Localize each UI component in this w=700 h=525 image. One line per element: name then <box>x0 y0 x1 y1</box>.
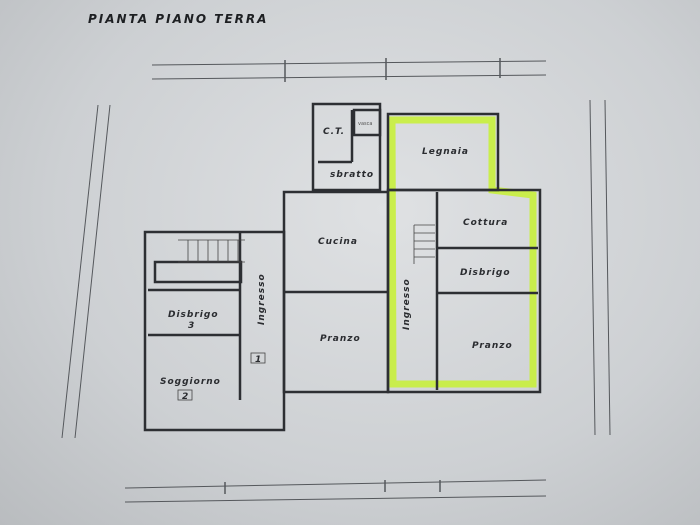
room-label-pranzo-center: Pranzo <box>320 334 361 344</box>
room-label-disbrigo-right: Disbrigo <box>460 268 511 278</box>
room-label-ingresso-right: Ingresso <box>402 278 412 330</box>
room-label-vasca: vasca <box>358 121 372 127</box>
unit-number-3: 3 <box>188 321 195 331</box>
room-label-pranzo-right: Pranzo <box>472 341 513 351</box>
room-label-ingresso-left: Ingresso <box>257 273 267 325</box>
room-label-ct: C.T. <box>323 127 345 137</box>
stairs <box>178 224 435 264</box>
room-label-sbratto: sbratto <box>330 170 374 180</box>
dimension-lines <box>61 58 611 503</box>
walls <box>143 102 542 432</box>
highlight-outline <box>388 116 537 388</box>
unit-number-1: 1 <box>255 355 262 365</box>
plan-title: PIANTA PIANO TERRA <box>88 12 269 26</box>
room-label-legnaia: Legnaia <box>422 147 469 157</box>
room-label-cucina: Cucina <box>318 237 358 247</box>
room-label-disbrigo-left: Disbrigo <box>168 310 219 320</box>
room-label-soggiorno: Soggiorno <box>160 377 221 387</box>
room-label-cottura: Cottura <box>463 218 508 228</box>
unit-number-2: 2 <box>182 392 189 402</box>
